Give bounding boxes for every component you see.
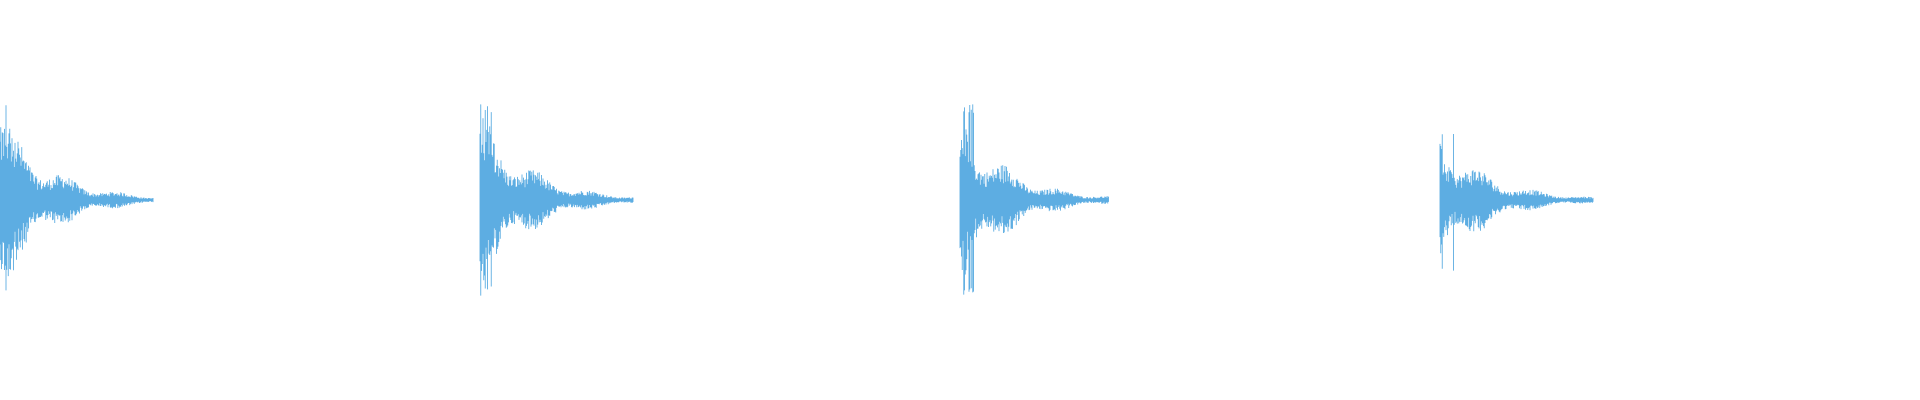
waveform-trace [959,104,1109,295]
waveform-hits [0,104,1594,296]
waveform-hit [479,104,634,296]
waveform-trace [1439,134,1594,271]
waveform-hit [0,105,154,291]
waveform-trace [479,104,634,296]
waveform-trace [0,105,154,291]
waveform-hit [1439,134,1594,271]
waveform-hit [959,104,1109,295]
